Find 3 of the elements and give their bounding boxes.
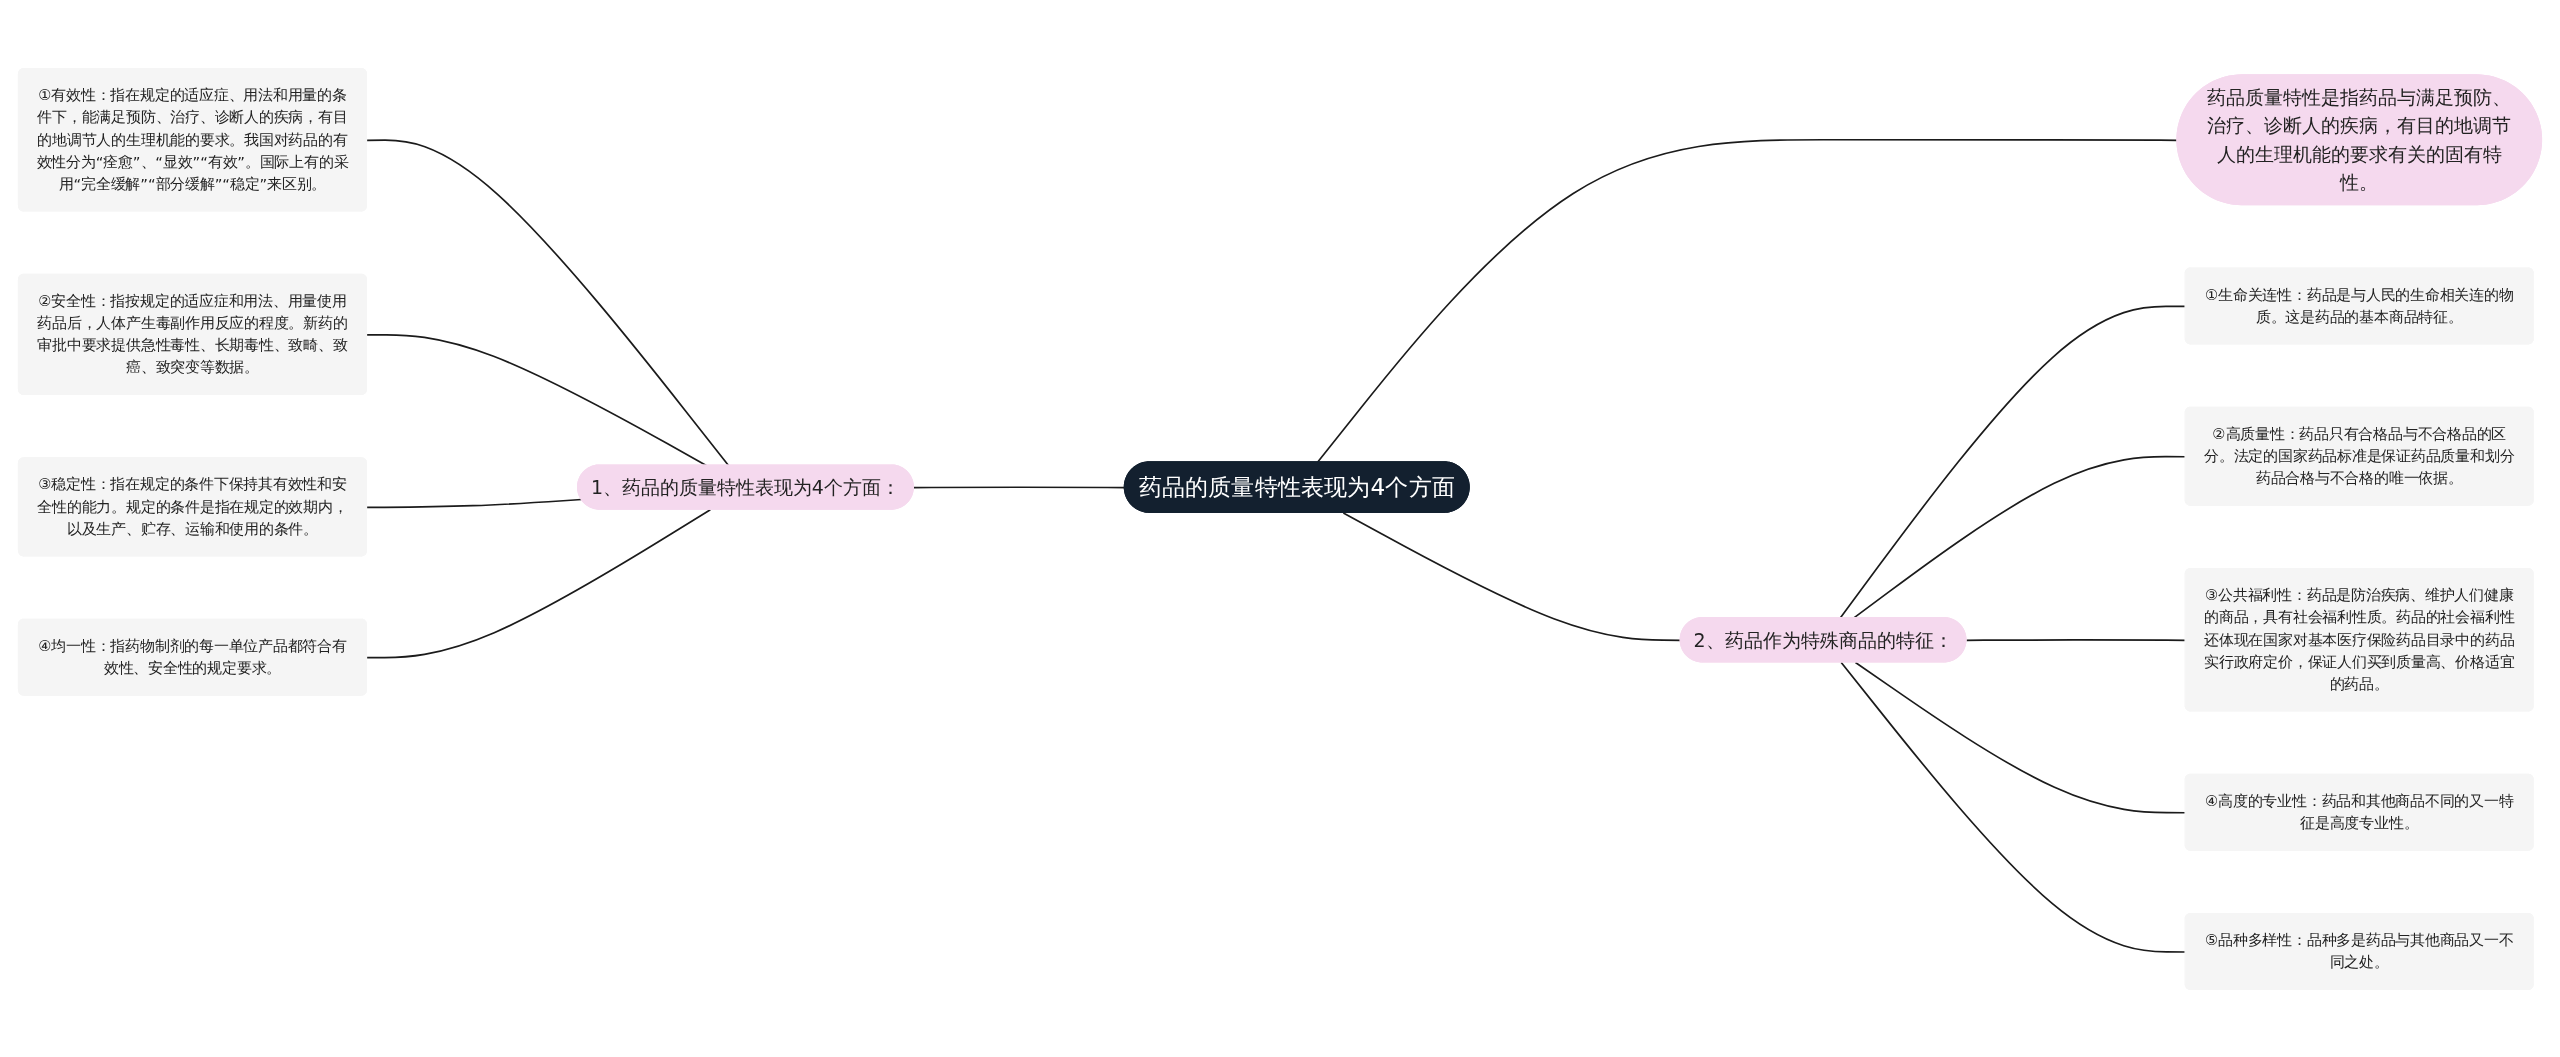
connector [366,498,583,508]
connector [366,508,712,659]
connector [366,138,730,466]
